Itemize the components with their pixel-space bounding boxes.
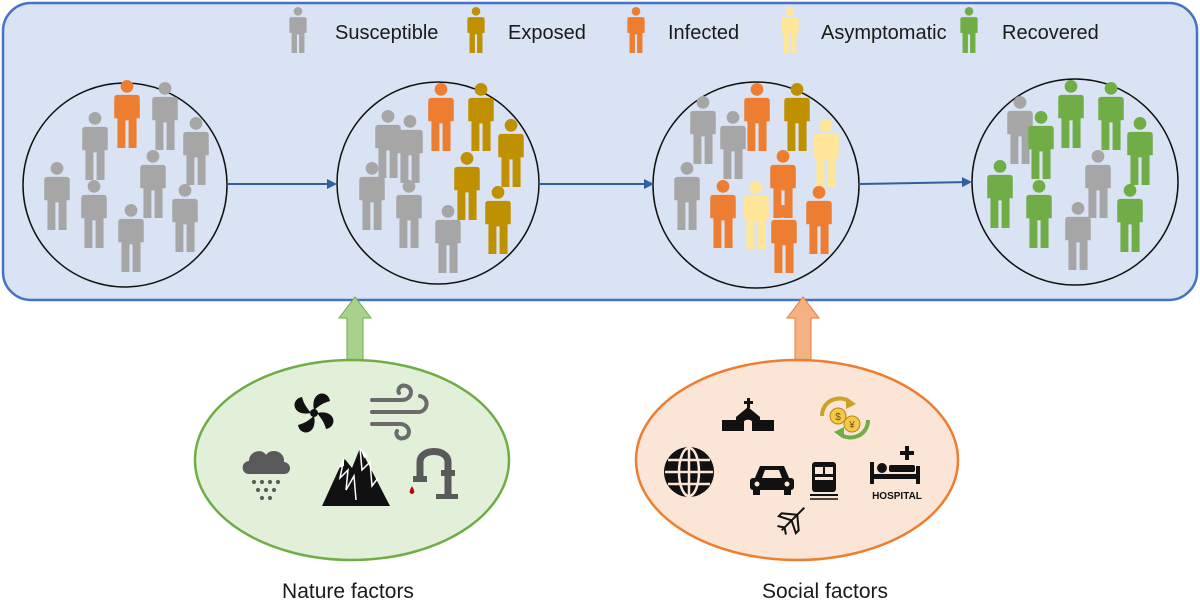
arrow-3 — [858, 177, 972, 188]
population-panel — [1, 1, 1199, 302]
person-infected — [770, 150, 796, 218]
person-susceptible — [172, 184, 198, 252]
church-icon — [722, 398, 774, 431]
legend-infected-label: Infected — [668, 22, 739, 44]
person-asymptomatic — [813, 119, 839, 187]
rain-cloud-icon — [242, 450, 290, 500]
train-icon — [810, 462, 838, 500]
person-recovered — [987, 160, 1013, 228]
person-exposed — [485, 186, 511, 254]
nature-factors-label: Nature factors — [282, 580, 414, 602]
person-susceptible — [375, 110, 401, 178]
faucet-drop-icon — [409, 448, 458, 499]
nature-up-arrow — [337, 296, 373, 361]
car-icon — [750, 466, 794, 495]
person-susceptible — [720, 111, 746, 179]
person-infected — [744, 83, 770, 151]
person-infected — [428, 83, 454, 151]
person-infected — [771, 205, 797, 273]
person-susceptible — [82, 112, 108, 180]
person-infected — [710, 180, 736, 248]
person-susceptible — [152, 82, 178, 150]
person-recovered — [1028, 111, 1054, 179]
person-asymptomatic — [743, 181, 769, 249]
person-exposed — [498, 119, 524, 187]
nature-factors-ellipse — [193, 358, 511, 562]
legend-exposed-icon — [467, 7, 485, 53]
person-susceptible — [674, 162, 700, 230]
legend-exposed-label: Exposed — [508, 22, 586, 44]
currency-exchange-icon: $ ¥ — [820, 396, 870, 440]
person-susceptible — [396, 180, 422, 248]
person-susceptible — [1007, 96, 1033, 164]
legend-susceptible-icon — [289, 7, 307, 53]
person-susceptible — [435, 205, 461, 273]
person-susceptible — [397, 115, 423, 183]
svg-text:$: $ — [835, 412, 841, 423]
legend: Susceptible Exposed Infected Asymptomatic Re… — [289, 7, 1099, 53]
legend-asymptomatic-label: Asymptomatic — [821, 22, 947, 44]
person-susceptible — [359, 162, 385, 230]
person-exposed — [784, 83, 810, 151]
person-susceptible — [118, 204, 144, 272]
mountain-icon — [322, 447, 390, 506]
person-infected — [114, 80, 140, 148]
legend-asymptomatic-icon — [781, 7, 799, 53]
person-susceptible — [183, 117, 209, 185]
legend-susceptible-label: Susceptible — [335, 22, 438, 44]
airplane-icon — [777, 506, 806, 535]
legend-recovered-icon — [960, 7, 978, 53]
person-exposed — [454, 152, 480, 220]
person-susceptible — [140, 150, 166, 218]
person-infected — [806, 186, 832, 254]
person-recovered — [1127, 117, 1153, 185]
fan-icon — [294, 393, 334, 433]
person-exposed — [468, 83, 494, 151]
social-factors-label: Social factors — [762, 580, 888, 602]
person-susceptible — [1065, 202, 1091, 270]
people-layer — [44, 80, 1153, 273]
person-susceptible — [44, 162, 70, 230]
globe-icon — [664, 446, 714, 498]
person-recovered — [1098, 82, 1124, 150]
person-recovered — [1058, 80, 1084, 148]
social-up-arrow — [785, 296, 821, 361]
population-circle-4 — [971, 78, 1179, 286]
social-factors-ellipse — [634, 358, 960, 562]
person-susceptible — [690, 96, 716, 164]
legend-infected-icon — [627, 7, 645, 53]
person-susceptible — [81, 180, 107, 248]
svg-text:¥: ¥ — [848, 420, 855, 431]
wind-icon — [370, 383, 429, 441]
hospital-label: HOSPITAL — [872, 491, 922, 502]
person-recovered — [1026, 180, 1052, 248]
hospital-bed-icon: HOSPITAL — [870, 446, 922, 502]
person-recovered — [1117, 184, 1143, 252]
person-susceptible — [1085, 150, 1111, 218]
legend-recovered-label: Recovered — [1002, 22, 1099, 44]
